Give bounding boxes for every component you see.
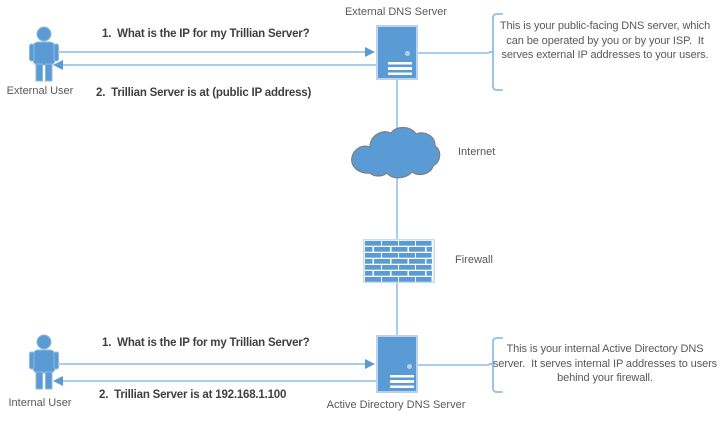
ad-dns-server-icon xyxy=(376,335,418,393)
external-callout-bracket-icon xyxy=(489,13,503,91)
external-response-message: 2. Trillian Server is at (public IP addr… xyxy=(96,87,312,99)
firewall-label: Firewall xyxy=(455,254,493,266)
server-led-icon xyxy=(407,364,412,369)
external-callout-connector xyxy=(418,52,489,54)
internet-label: Internet xyxy=(458,146,496,158)
internal-response-line xyxy=(63,380,377,382)
internal-user-label: Internal User xyxy=(8,397,72,409)
external-dns-server-label: External DNS Server xyxy=(344,6,448,18)
external-user-icon xyxy=(29,26,59,82)
trunk-line xyxy=(396,80,398,335)
server-vents-icon xyxy=(388,62,412,75)
internal-request-line xyxy=(58,363,366,365)
internal-user-icon xyxy=(29,334,59,390)
internal-request-message: 1. What is the IP for my Trillian Server… xyxy=(102,337,310,349)
internet-cloud-icon xyxy=(351,126,441,179)
external-request-message: 1. What is the IP for my Trillian Server… xyxy=(102,28,310,40)
internal-response-arrowhead-icon xyxy=(53,376,63,386)
internal-response-message: 2. Trillian Server is at 192.168.1.100 xyxy=(99,389,287,401)
firewall-icon xyxy=(363,239,435,283)
external-dns-server-icon xyxy=(376,25,418,80)
external-user-label: External User xyxy=(6,85,74,97)
external-request-line xyxy=(58,51,366,53)
external-callout-text: This is your public-facing DNS server, w… xyxy=(499,20,714,61)
internal-request-arrowhead-icon xyxy=(365,359,375,369)
server-vents-icon xyxy=(390,375,414,388)
external-response-line xyxy=(63,64,377,66)
internal-callout-connector xyxy=(418,364,489,366)
external-request-arrowhead-icon xyxy=(365,47,375,57)
server-led-icon xyxy=(405,51,410,56)
ad-dns-server-label: Active Directory DNS Server xyxy=(326,399,466,411)
internal-callout-bracket-icon xyxy=(489,337,503,393)
internal-callout-text: This is your internal Active Directory D… xyxy=(492,343,720,384)
external-response-arrowhead-icon xyxy=(53,60,63,70)
